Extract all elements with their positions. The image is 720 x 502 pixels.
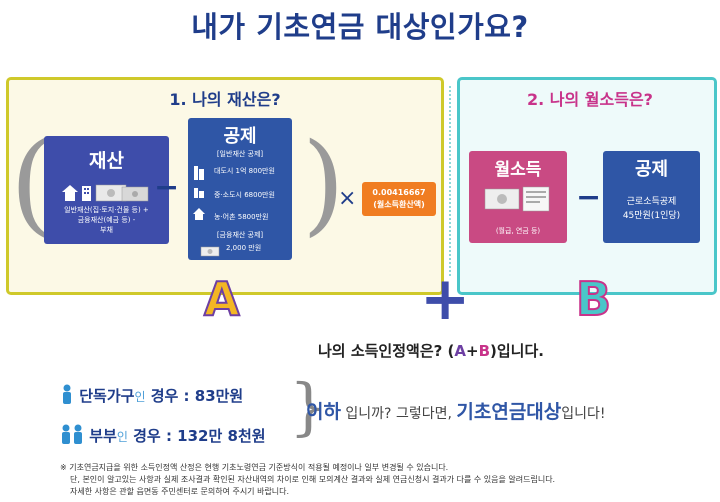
income-deduction-line1: 근로소득공제 [626, 197, 677, 207]
right-parenthesis: ) [302, 119, 345, 247]
formula-prefix: 나의 소득인정액은? ( [318, 342, 455, 360]
single-household-label: 단독가구 [79, 387, 135, 405]
single-particle: 인 [134, 390, 146, 404]
income-card-desc: (월급, 연금 등) [495, 227, 541, 235]
brace-icon: } [289, 370, 329, 443]
couple-amount: 경우 : 132만 8천원 [133, 427, 266, 445]
asset-desc-line3: 부채 [100, 226, 113, 234]
general-asset-deduction-label: [일반재산 공제] [216, 150, 264, 158]
salary-pension-icon [483, 185, 553, 217]
financial-asset-deduction-label: [금융재산 공제] [216, 231, 264, 239]
conclusion-middle: 입니까? 그렇다면, [345, 406, 452, 422]
income-section-heading: 2. 나의 월소득은? [527, 90, 653, 109]
formula-b: B [478, 342, 491, 360]
income-card: 월소득 (월급, 연금 등) [469, 151, 567, 243]
formula-suffix: )입니다. [490, 342, 544, 360]
asset-card-title: 재산 [89, 150, 124, 172]
formula-a: A [454, 342, 467, 360]
footnote-line2: 단, 본인이 알고있는 사항과 실제 조사결과 확인된 자산내역의 차이로 인해… [70, 475, 556, 484]
couple-icon [62, 424, 82, 444]
minus-sign-a: − [154, 170, 180, 205]
conclusion-end: 입니다! [561, 406, 606, 422]
deduction-rural: 농·어촌 5800만원 [214, 213, 269, 221]
asset-desc-line2: 금융재산(예금 등) - [77, 216, 136, 224]
footnote: ※ 기초연금지급을 위한 소득인정액 산정은 현행 기초노령연금 기준방식이 적… [60, 462, 710, 498]
conversion-rate-value: 0.00416667 [372, 188, 426, 197]
minus-sign-b: − [576, 180, 602, 215]
deduction-small-city: 중·소도시 6800만원 [214, 191, 275, 199]
section-divider [449, 86, 451, 276]
footnote-line1: ※ 기초연금지급을 위한 소득인정액 산정은 현행 기초노령연금 기준방식이 적… [60, 463, 449, 472]
asset-icons [60, 182, 152, 206]
plus-sign: + [420, 264, 471, 334]
income-deduction-card: 공제 근로소득공제 45만원(1인당) [603, 151, 700, 243]
income-deduction-line2: 45만원(1인당) [622, 211, 681, 221]
multiply-sign: × [338, 186, 357, 211]
formula-plus: + [466, 342, 479, 360]
couple-row: 부부인 경우 : 132만 8천원 [60, 424, 266, 446]
conversion-rate-label: (월소득환산액) [373, 200, 425, 209]
asset-section-heading: 1. 나의 재산은? [169, 90, 281, 109]
page-title: 내가 기초연금 대상인가요? [191, 10, 529, 44]
income-card-title: 월소득 [494, 160, 542, 180]
letter-b: B [575, 271, 612, 327]
deduction-big-city: 대도시 1억 800만원 [214, 167, 275, 175]
money-icon [200, 242, 220, 261]
conclusion-line: 이하 입니까? 그렇다면, 기초연금대상입니다! [306, 397, 606, 424]
conversion-rate-badge: 0.00416667 (월소득환산액) [362, 182, 436, 216]
asset-deduction-card: 공제 [일반재산 공제] 대도시 1억 800만원 중·소도시 6800만원 농… [188, 118, 292, 260]
person-icon [63, 384, 71, 404]
asset-deduction-title: 공제 [223, 126, 257, 147]
single-household-row: 단독가구인 경우 : 83만원 [60, 384, 243, 406]
asset-desc-line1: 일반재산(집·토지·건물 등) + [64, 206, 149, 214]
house-building-money-icon [62, 184, 149, 202]
conclusion-below: 이하 [306, 401, 341, 423]
footnote-line3: 자세한 사항은 관할 읍면동 주민센터로 문의하여 주시기 바랍니다. [70, 487, 290, 496]
couple-particle: 인 [116, 430, 128, 444]
couple-label: 부부 [89, 427, 117, 445]
single-household-amount: 경우 : 83만원 [150, 387, 244, 405]
formula-line: 나의 소득인정액은? (A+B)입니다. [318, 340, 544, 361]
letter-a: A [203, 271, 241, 327]
deduction-financial: 2,000 만원 [226, 244, 262, 252]
income-deduction-title: 공제 [634, 159, 669, 180]
asset-card: 재산 일반재산(집·토지·건물 등) + 금융재산(예금 등) - 부채 [44, 136, 169, 244]
city-icon [192, 164, 206, 228]
conclusion-target: 기초연금대상 [456, 401, 562, 423]
